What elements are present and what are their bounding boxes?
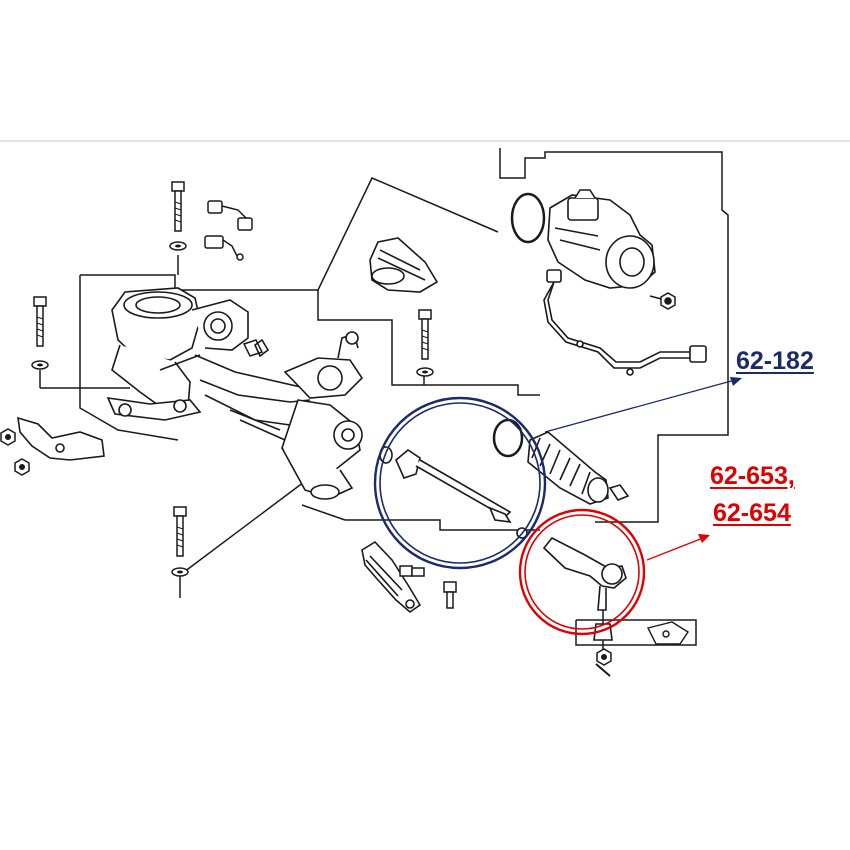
callout-arrow-red (646, 534, 710, 561)
callout-arrow-navy (544, 377, 742, 433)
heat-shield (361, 540, 422, 614)
eps-motor (510, 189, 707, 376)
part-number-inner-tie-rod: 62-182 (736, 347, 814, 375)
tie-rod-end (542, 536, 627, 641)
sensor-icon (204, 200, 253, 261)
mounting-bracket (17, 416, 105, 461)
dust-boot-rack (492, 418, 630, 505)
cover-plate (646, 621, 689, 645)
clip-icon (242, 339, 264, 357)
part-number-tie-rod-end-2: 62-654 (713, 499, 791, 527)
dust-boot-top (369, 237, 439, 293)
lower-bolts (399, 565, 457, 609)
steering-gear-housing (106, 287, 364, 500)
part-number-tie-rod-end-1: 62-653, (710, 462, 795, 490)
assembly-bracket-lines (39, 148, 729, 650)
highlight-inner-tie-rod (373, 396, 547, 570)
highlight-tie-rod-end (518, 508, 646, 636)
inner-tie-rod (379, 446, 528, 539)
